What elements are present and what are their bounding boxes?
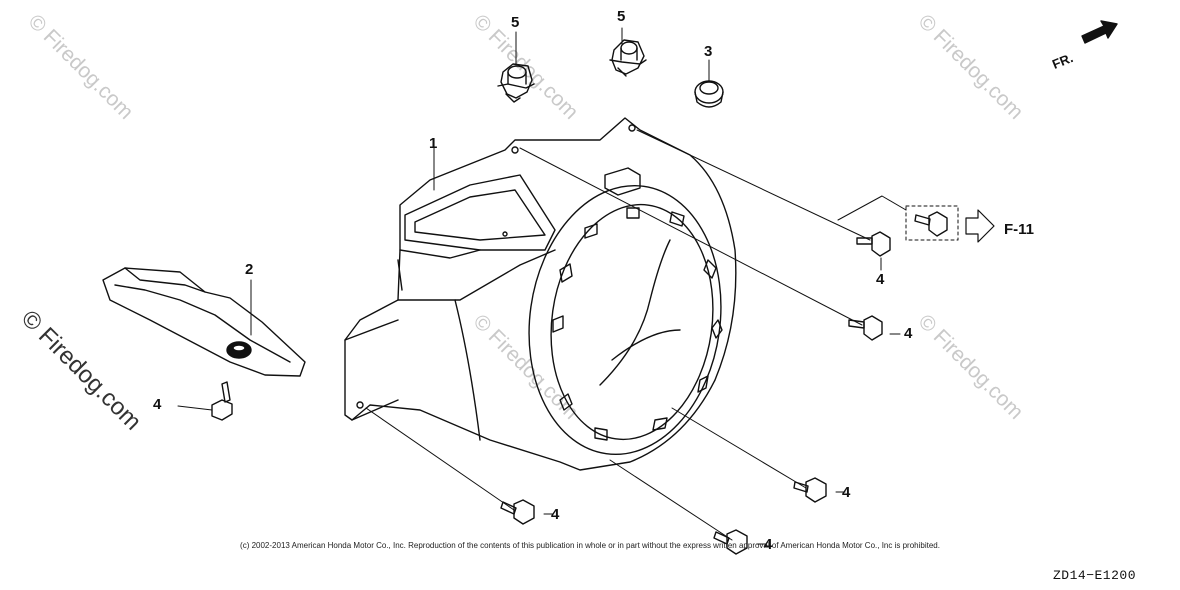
front-arrow-icon: [1081, 20, 1118, 44]
reference-arrow-icon: [965, 209, 995, 243]
grommet-part-3: [694, 80, 724, 108]
callout-4: 4: [764, 536, 773, 553]
callout-4: 4: [842, 484, 851, 501]
bolt-part-4: [713, 529, 748, 555]
callout-2: 2: [245, 261, 254, 278]
callout-4: 4: [153, 396, 162, 413]
copyright-notice: (c) 2002-2013 American Honda Motor Co., …: [240, 541, 940, 550]
reference-bolt: [905, 205, 959, 241]
bolt-part-4: [848, 315, 883, 341]
callout-4: 4: [876, 271, 885, 288]
leader-lines: [177, 27, 907, 545]
bolt-part-4: [793, 477, 827, 503]
fan-cover-part-1: [344, 117, 737, 471]
clip-part-5-right: [609, 39, 647, 77]
callout-1: 1: [429, 135, 438, 152]
bracket-part-2: [102, 267, 306, 377]
callout-3: 3: [704, 43, 713, 60]
callout-4: 4: [551, 506, 560, 523]
callout-5-right: 5: [617, 8, 626, 25]
callout-5-left: 5: [511, 14, 520, 31]
bolt-part-4: [500, 499, 535, 525]
bolt-part-4: [211, 381, 233, 421]
reference-label: F-11: [1004, 221, 1035, 238]
bolt-part-4: [856, 231, 891, 257]
diagram-code: ZD14−E1200: [1053, 568, 1137, 583]
callout-4: 4: [904, 325, 913, 342]
clip-part-5-left: [497, 63, 535, 103]
